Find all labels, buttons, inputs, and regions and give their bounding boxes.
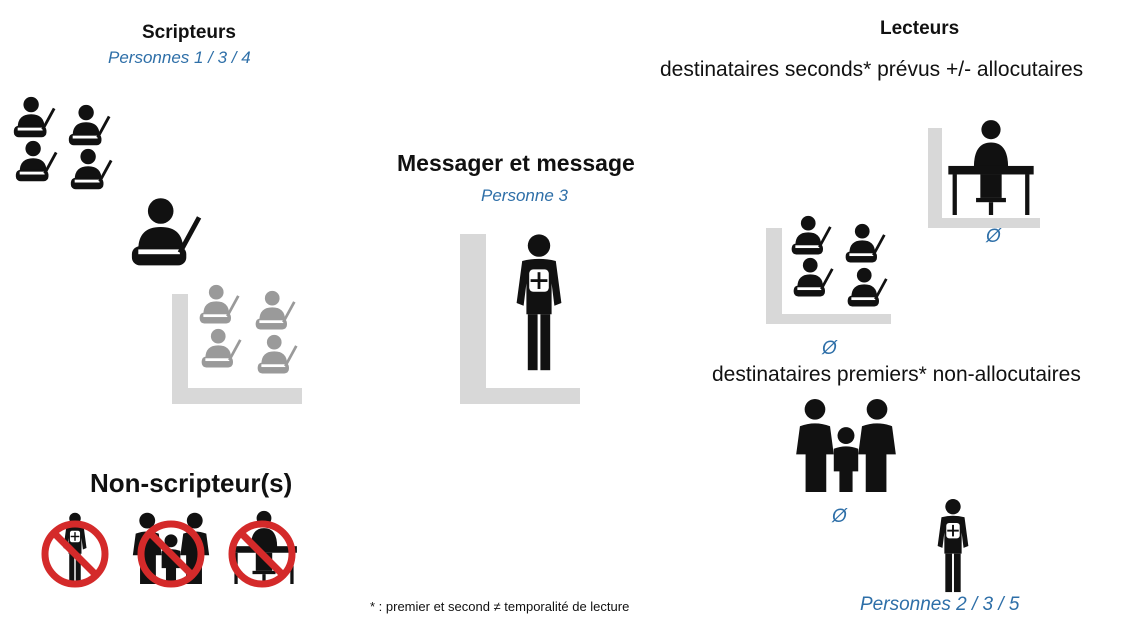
desk-reader-icon (948, 120, 1034, 215)
writer-icon (118, 195, 218, 275)
student-icon (516, 234, 562, 371)
writers-group-icon (12, 95, 113, 191)
lecteurs-title: Lecteurs (880, 18, 960, 39)
scripteurs-title: Scripteurs (142, 22, 236, 43)
family-icon (796, 398, 896, 492)
scripteurs-persons: Personnes 1 / 3 / 4 (108, 48, 251, 67)
messager-title: Messager et message (397, 150, 635, 176)
non-scripteurs-title: Non-scripteur(s) (90, 468, 293, 498)
empty-marker-2: Ø (822, 338, 837, 359)
empty-marker-1: Ø (986, 226, 1001, 247)
forbidden-readers-icon (41, 510, 297, 588)
messager-person: Personne 3 (481, 186, 568, 205)
empty-marker-3: Ø (832, 506, 847, 527)
premiers-label: destinataires premiers* non-allocutaires (712, 363, 1081, 386)
readers-writers-icon (790, 214, 888, 308)
seconds-label: destinataires seconds* prévus +/- allocu… (660, 58, 1084, 81)
writers-grey-icon (198, 283, 298, 375)
lecteurs-persons: Personnes 2 / 3 / 5 (860, 594, 1020, 615)
student-small-icon (937, 498, 969, 593)
footnote: * : premier et second ≠ temporalité de l… (370, 599, 630, 614)
